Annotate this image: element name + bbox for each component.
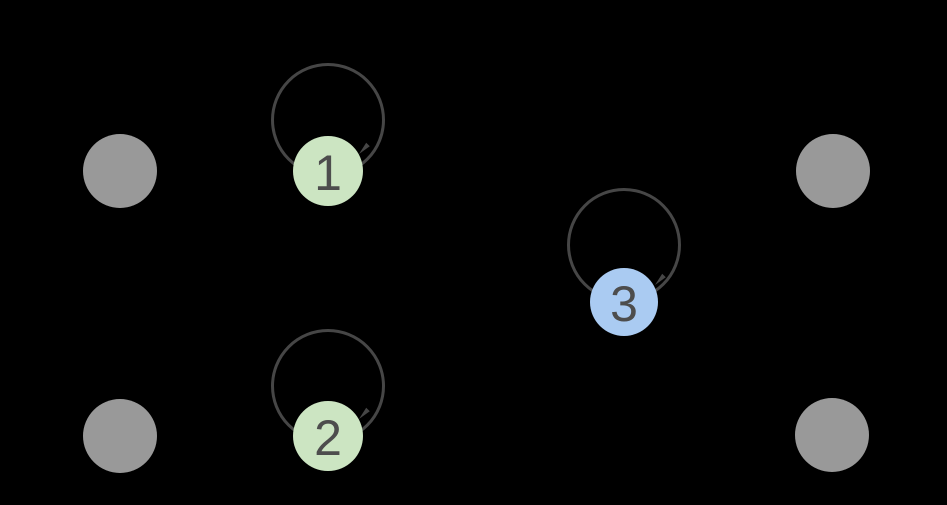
node-2-self-loop-arrowhead bbox=[359, 407, 370, 419]
node-2-label: 2 bbox=[314, 410, 342, 466]
node-gray-bottom-right[interactable] bbox=[795, 398, 869, 472]
node-3-self-loop-arrowhead bbox=[655, 273, 666, 285]
node-1[interactable] bbox=[293, 136, 363, 206]
node-3-group: 3 bbox=[567, 188, 681, 336]
node-1-self-loop-arrowhead bbox=[359, 142, 370, 154]
node-gray-top-left[interactable] bbox=[83, 134, 157, 208]
node-gray-bottom-left[interactable] bbox=[83, 399, 157, 473]
node-1-label: 1 bbox=[314, 145, 342, 201]
node-gray-bottom-left-group bbox=[83, 399, 157, 473]
node-2-group: 2 bbox=[271, 329, 385, 471]
node-gray-bottom-right-group bbox=[795, 398, 869, 472]
node-gray-top-right[interactable] bbox=[796, 134, 870, 208]
node-2[interactable] bbox=[293, 401, 363, 471]
node-1-group: 1 bbox=[271, 63, 385, 206]
node-gray-top-right-group bbox=[796, 134, 870, 208]
node-3-label: 3 bbox=[610, 276, 638, 332]
node-gray-top-left-group bbox=[83, 134, 157, 208]
node-3[interactable] bbox=[590, 268, 658, 336]
